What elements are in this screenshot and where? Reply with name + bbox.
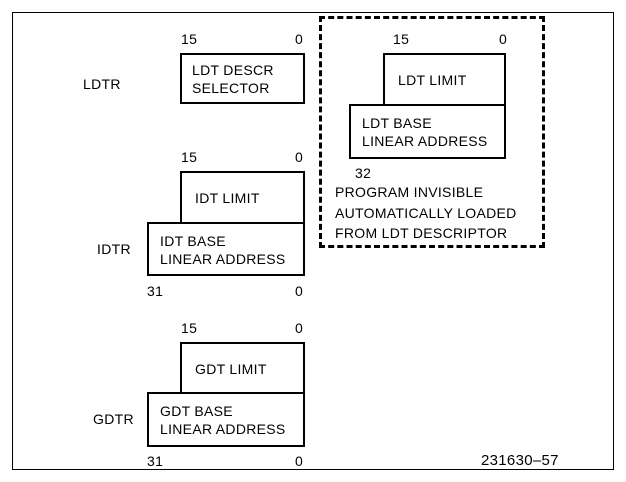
idt-base-line2: LINEAR ADDRESS: [160, 251, 286, 267]
gdt-limit-label: GDT LIMIT: [195, 361, 267, 377]
idt-limit-label: IDT LIMIT: [195, 190, 260, 206]
gdt-limit-box: GDT LIMIT: [180, 342, 305, 394]
gdtr-limit-bit-15: 15: [181, 320, 198, 336]
idtr-base-bit-31: 31: [147, 283, 164, 299]
idtr-register-label: IDTR: [97, 241, 131, 257]
gdt-base-line1: GDT BASE: [160, 403, 233, 419]
ldt-base-bit-32: 32: [355, 165, 372, 181]
ldtr-selector-line2: SELECTOR: [192, 80, 270, 96]
gdtr-limit-bit-0: 0: [295, 320, 304, 336]
gdt-base-line2: LINEAR ADDRESS: [160, 421, 286, 437]
figure-number: 231630–57: [481, 452, 559, 469]
ldt-base-line1: LDT BASE: [362, 115, 432, 131]
gdt-base-box: GDT BASE LINEAR ADDRESS: [147, 392, 305, 447]
ldt-base-box: LDT BASE LINEAR ADDRESS: [349, 104, 506, 159]
ldtr-bit-15: 15: [181, 31, 198, 47]
ldtr-selector-line1: LDT DESCR: [192, 62, 274, 78]
gdtr-base-bit-31: 31: [147, 453, 164, 469]
ldt-cache-bit-0: 0: [499, 31, 508, 47]
idtr-base-bit-0: 0: [295, 283, 304, 299]
gdtr-base-bit-0: 0: [295, 453, 304, 469]
idt-limit-box: IDT LIMIT: [180, 171, 305, 224]
ldt-note-line2: AUTOMATICALLY LOADED: [335, 205, 517, 221]
gdtr-register-label: GDTR: [93, 411, 134, 427]
ldt-limit-box: LDT LIMIT: [383, 53, 506, 106]
ldtr-bit-0: 0: [295, 31, 304, 47]
idt-base-box: IDT BASE LINEAR ADDRESS: [147, 222, 305, 276]
ldt-limit-label: LDT LIMIT: [398, 72, 467, 88]
figure-frame: 15 0 LDTR LDT DESCR SELECTOR 15 0 LDT LI…: [12, 12, 614, 470]
ldt-cache-bit-15: 15: [393, 31, 410, 47]
ldt-note-line3: FROM LDT DESCRIPTOR: [335, 225, 508, 241]
ldtr-register-label: LDTR: [83, 76, 121, 92]
idt-base-line1: IDT BASE: [160, 233, 226, 249]
ldtr-selector-box: LDT DESCR SELECTOR: [180, 53, 305, 104]
idtr-limit-bit-0: 0: [295, 149, 304, 165]
ldt-base-line2: LINEAR ADDRESS: [362, 133, 488, 149]
idtr-limit-bit-15: 15: [181, 149, 198, 165]
ldt-note-line1: PROGRAM INVISIBLE: [335, 184, 484, 200]
ldt-invisible-region: [319, 16, 545, 248]
